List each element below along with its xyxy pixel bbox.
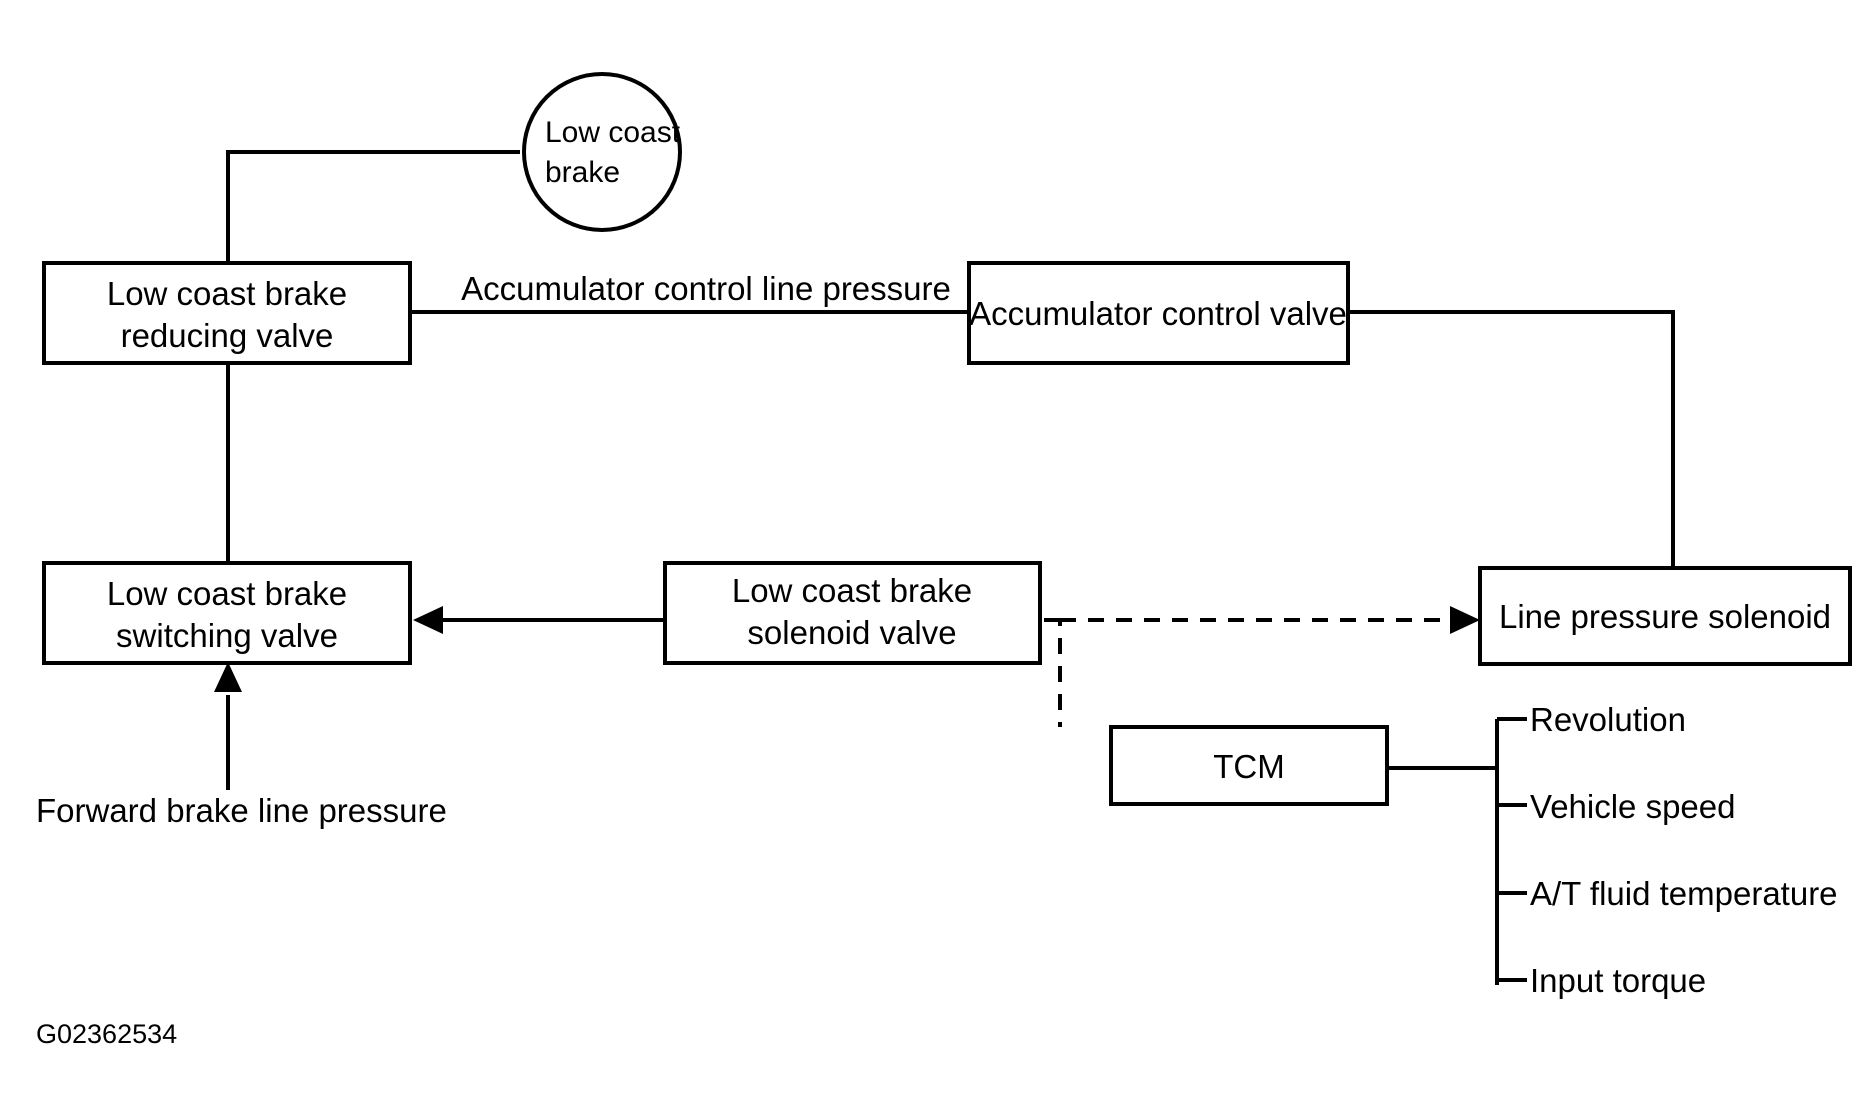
node-reducing-valve[interactable]: Low coast brake reducing valve xyxy=(42,261,412,365)
tcm-input-vehicle-speed: Vehicle speed xyxy=(1530,788,1736,825)
tcm-input-revolution: Revolution xyxy=(1530,701,1686,738)
low-coast-brake-label-line2: brake xyxy=(545,156,620,189)
arrow-head-into-switching-valve xyxy=(413,606,443,634)
node-solenoid-valve[interactable]: Low coast brake solenoid valve xyxy=(663,561,1042,665)
arrow-head-into-line-pressure-solenoid xyxy=(1450,606,1480,634)
solenoid-valve-label-line1: Low coast brake xyxy=(732,572,972,609)
tcm-input-at-fluid-temperature: A/T fluid temperature xyxy=(1530,875,1838,912)
solenoid-valve-label-line2: solenoid valve xyxy=(747,614,956,651)
reducing-valve-label-line2: reducing valve xyxy=(121,317,334,354)
figure-id-label: G02362534 xyxy=(36,1019,177,1049)
accumulator-control-valve-box xyxy=(967,261,1350,365)
node-tcm[interactable]: TCM xyxy=(1109,725,1389,806)
forward-brake-line-pressure-label: Forward brake line pressure xyxy=(36,792,447,829)
node-switching-valve[interactable]: Low coast brake switching valve xyxy=(42,561,412,665)
node-accumulator-control-valve[interactable]: Accumulator control valve xyxy=(967,261,1350,365)
tcm-box xyxy=(1109,725,1389,806)
low-coast-brake-circle-shape xyxy=(522,72,682,232)
accumulator-control-valve-label: Accumulator control valve xyxy=(969,295,1347,332)
tcm-input-input-torque: Input torque xyxy=(1530,962,1706,999)
node-line-pressure-solenoid[interactable]: Line pressure solenoid xyxy=(1478,566,1852,666)
edge-dashed-tcm-vertical xyxy=(1050,618,1062,727)
switching-valve-box xyxy=(42,561,412,665)
edge-accumulator-to-line-pressure-solenoid xyxy=(1348,310,1675,568)
arrow-head-into-switching-valve-bottom xyxy=(214,662,242,692)
node-low-coast-brake[interactable]: Low coast brake xyxy=(522,72,682,232)
line-pressure-solenoid-label: Line pressure solenoid xyxy=(1499,598,1831,635)
reducing-valve-box xyxy=(42,261,412,365)
accumulator-control-line-pressure-label: Accumulator control line pressure xyxy=(461,270,951,307)
low-coast-brake-label-line1: Low coast xyxy=(545,116,681,149)
solenoid-valve-box xyxy=(663,561,1042,665)
edge-circle-to-reducing-valve xyxy=(226,150,520,263)
switching-valve-label-line2: switching valve xyxy=(116,617,338,654)
line-pressure-solenoid-box xyxy=(1478,566,1852,666)
reducing-valve-label-line1: Low coast brake xyxy=(107,275,347,312)
tcm-label: TCM xyxy=(1213,748,1284,785)
switching-valve-label-line1: Low coast brake xyxy=(107,575,347,612)
